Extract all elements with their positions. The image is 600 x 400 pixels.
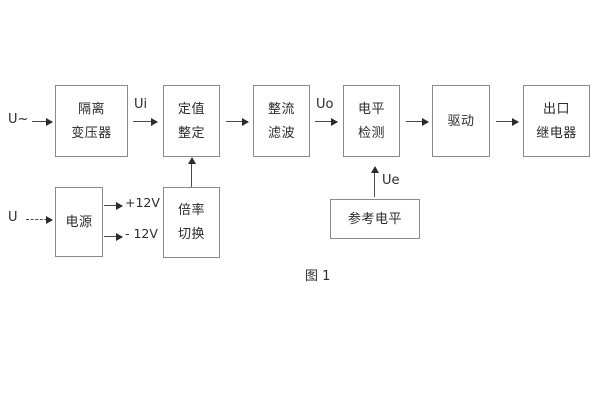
arrow-drive-to-relay xyxy=(496,117,519,126)
block-level-detect: 电平 检测 xyxy=(343,85,400,157)
block-rectify-filter: 整流 滤波 xyxy=(253,85,310,157)
input-label-dc: U xyxy=(8,210,18,225)
arrow-multiplier-to-setpoint xyxy=(187,157,196,187)
block-output-relay-line1: 出口 xyxy=(542,101,570,117)
block-power-supply: 电源 xyxy=(55,187,103,257)
block-multiplier-switch-line1: 倍率 xyxy=(177,203,205,218)
arrow-rectify-to-level xyxy=(315,117,338,126)
arrow-dc-to-power-supply xyxy=(26,216,53,224)
figure-caption: 图 1 xyxy=(305,269,331,284)
block-level-detect-line2: 检测 xyxy=(357,125,385,141)
arrow-setpoint-to-rectify xyxy=(226,117,249,126)
arrow-rail-negative xyxy=(104,232,123,241)
block-multiplier-switch: 倍率 切换 xyxy=(163,187,220,258)
block-isolation-transformer-line1: 隔离 xyxy=(77,101,105,117)
block-rectify-filter-line2: 滤波 xyxy=(267,125,295,141)
block-reference-level-line1: 参考电平 xyxy=(347,211,402,227)
block-drive-line1: 驱动 xyxy=(447,113,475,129)
arrow-rail-positive xyxy=(104,201,123,210)
rail-label-negative: - 12V xyxy=(125,226,158,241)
block-drive: 驱动 xyxy=(432,85,490,157)
arrow-reference-to-level-detect xyxy=(370,166,379,197)
signal-label-uo: Uo xyxy=(316,97,334,112)
block-setpoint-adjust: 定值 整定 xyxy=(163,85,220,157)
block-output-relay: 出口 继电器 xyxy=(523,85,590,157)
block-isolation-transformer: 隔离 变压器 xyxy=(55,85,128,157)
block-isolation-transformer-line2: 变压器 xyxy=(71,125,112,141)
arrow-ac-to-transformer xyxy=(32,117,53,126)
rail-label-positive: +12V xyxy=(125,195,160,210)
block-output-relay-line2: 继电器 xyxy=(536,125,577,141)
arrow-level-to-drive xyxy=(406,117,429,126)
signal-label-ui: Ui xyxy=(134,97,148,112)
arrow-transformer-to-setpoint xyxy=(133,117,158,126)
input-label-ac: U~ xyxy=(8,112,29,127)
block-setpoint-adjust-line1: 定值 xyxy=(177,101,205,117)
block-reference-level: 参考电平 xyxy=(330,199,420,239)
signal-label-ue: Ue xyxy=(382,173,400,188)
block-power-supply-line1: 电源 xyxy=(65,214,93,230)
block-multiplier-switch-line2: 切换 xyxy=(177,227,205,242)
block-level-detect-line1: 电平 xyxy=(357,101,385,117)
block-rectify-filter-line1: 整流 xyxy=(267,101,295,117)
block-setpoint-adjust-line2: 整定 xyxy=(177,125,205,141)
